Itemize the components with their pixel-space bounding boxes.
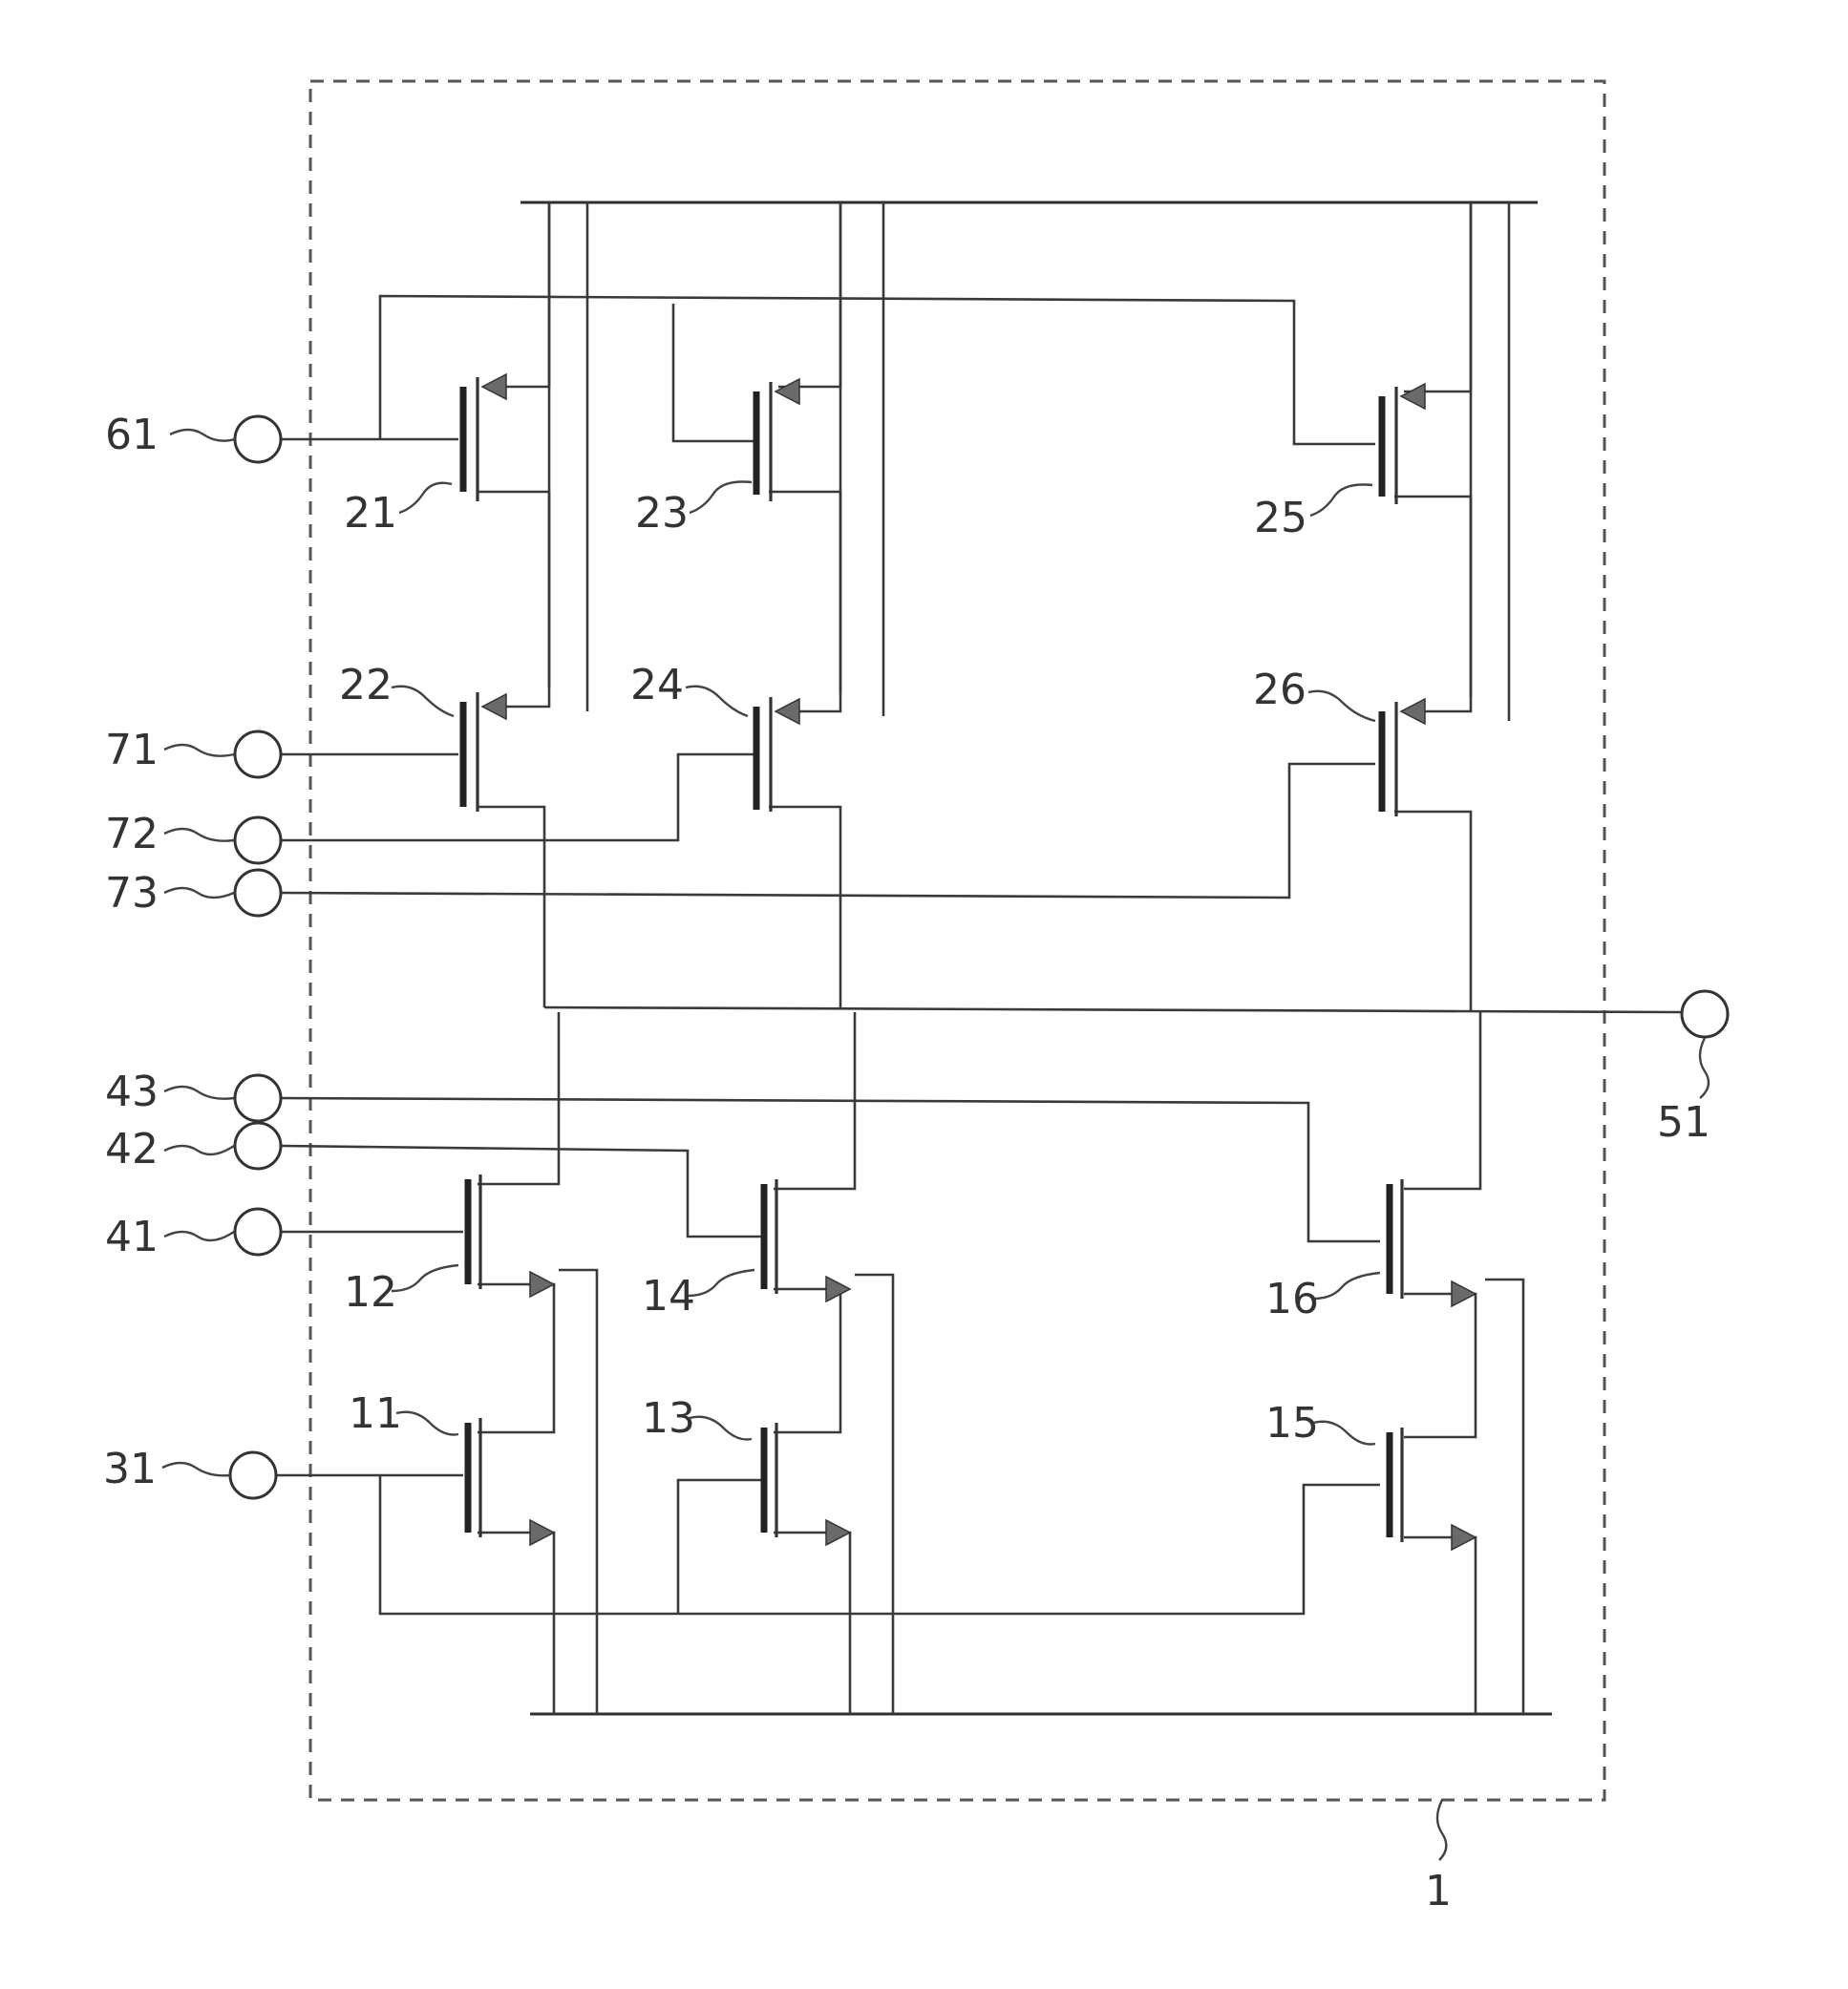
terminal-73 bbox=[235, 870, 281, 916]
leader-11 bbox=[396, 1412, 458, 1435]
label-13: 13 bbox=[642, 1394, 695, 1443]
wire-23-24 bbox=[769, 492, 840, 692]
leader-71 bbox=[164, 745, 234, 756]
circuit-boundary bbox=[310, 81, 1604, 1800]
wire-26-drain bbox=[1394, 812, 1471, 1012]
wire-25-source bbox=[1404, 202, 1471, 391]
wire-col2-nbody bbox=[855, 1275, 893, 1714]
transistor-24 bbox=[756, 697, 799, 812]
leader-16 bbox=[1313, 1273, 1380, 1299]
label-21: 21 bbox=[344, 489, 397, 538]
label-73: 73 bbox=[105, 869, 159, 918]
wire-13-source bbox=[774, 1533, 850, 1714]
leader-12 bbox=[392, 1265, 458, 1291]
transistor-15 bbox=[1390, 1428, 1476, 1550]
wire-14-13 bbox=[774, 1289, 840, 1432]
label-42: 42 bbox=[105, 1125, 159, 1174]
transistor-13 bbox=[764, 1423, 850, 1545]
leader-23 bbox=[690, 482, 752, 514]
wire-col1-nbody bbox=[559, 1270, 597, 1714]
wire-24-source bbox=[778, 202, 840, 711]
leader-22 bbox=[392, 687, 454, 716]
wire-22-drain bbox=[478, 807, 544, 1007]
terminal-51 bbox=[1682, 991, 1728, 1037]
leader-1 bbox=[1437, 1800, 1446, 1860]
leader-51 bbox=[1700, 1038, 1709, 1098]
label-16: 16 bbox=[1265, 1275, 1319, 1323]
label-23: 23 bbox=[635, 489, 689, 538]
wire-21-source bbox=[487, 202, 549, 387]
leader-42 bbox=[164, 1146, 234, 1154]
label-43: 43 bbox=[105, 1068, 159, 1116]
label-11: 11 bbox=[349, 1389, 402, 1438]
wire-col3-nbody bbox=[1485, 1280, 1523, 1714]
wire-15-source bbox=[1404, 1537, 1476, 1714]
leader-31 bbox=[162, 1463, 230, 1475]
leader-73 bbox=[164, 888, 234, 898]
transistor-26 bbox=[1382, 699, 1425, 816]
leader-14 bbox=[688, 1270, 754, 1296]
label-72: 72 bbox=[105, 810, 159, 858]
leader-25 bbox=[1310, 485, 1372, 517]
terminal-41 bbox=[235, 1209, 281, 1255]
label-circuit-1: 1 bbox=[1425, 1867, 1452, 1915]
wire-output-node bbox=[544, 1007, 1681, 1012]
wire-22-source bbox=[487, 202, 549, 707]
wire-24-drain bbox=[769, 807, 840, 1007]
wire-12-11 bbox=[478, 1284, 554, 1432]
wire-43-to-16 bbox=[282, 1098, 1380, 1241]
wire-31-to-13 bbox=[678, 1480, 764, 1614]
terminal-61 bbox=[235, 416, 281, 462]
terminal-31 bbox=[230, 1452, 276, 1498]
label-31: 31 bbox=[103, 1445, 157, 1493]
leader-72 bbox=[164, 829, 234, 841]
terminal-72 bbox=[235, 817, 281, 863]
label-14: 14 bbox=[642, 1272, 695, 1321]
label-26: 26 bbox=[1253, 666, 1306, 714]
label-41: 41 bbox=[105, 1213, 159, 1261]
leader-41 bbox=[164, 1232, 234, 1240]
wire-25-26 bbox=[1394, 497, 1471, 697]
wire-61-to-23 bbox=[673, 304, 754, 441]
transistor-21 bbox=[463, 374, 506, 501]
wire-72-to-24 bbox=[282, 754, 754, 840]
transistor-11 bbox=[468, 1418, 554, 1545]
label-61: 61 bbox=[105, 411, 159, 459]
wire-42-to-14 bbox=[282, 1146, 764, 1237]
leader-13 bbox=[690, 1417, 752, 1440]
wire-16-drain bbox=[1404, 1012, 1480, 1189]
wire-26-source bbox=[1404, 202, 1471, 711]
wire-16-15 bbox=[1404, 1294, 1476, 1437]
terminal-71 bbox=[235, 731, 281, 777]
terminal-42 bbox=[235, 1123, 281, 1169]
label-15: 15 bbox=[1265, 1399, 1319, 1448]
terminal-43 bbox=[235, 1075, 281, 1121]
label-71: 71 bbox=[105, 726, 159, 774]
leader-26 bbox=[1308, 691, 1375, 721]
transistor-22 bbox=[463, 692, 506, 812]
wire-23-source bbox=[778, 202, 840, 387]
label-12: 12 bbox=[344, 1268, 397, 1317]
transistor-14 bbox=[764, 1179, 850, 1301]
label-51: 51 bbox=[1657, 1098, 1710, 1147]
wire-61-bus bbox=[380, 296, 1375, 444]
leader-61 bbox=[170, 430, 235, 441]
leader-24 bbox=[686, 687, 748, 716]
transistor-16 bbox=[1390, 1179, 1476, 1306]
transistor-23 bbox=[756, 379, 799, 501]
label-24: 24 bbox=[630, 661, 684, 709]
label-22: 22 bbox=[339, 661, 393, 709]
wire-73-to-26 bbox=[282, 764, 1375, 898]
leader-15 bbox=[1313, 1422, 1375, 1445]
transistor-25 bbox=[1382, 384, 1425, 504]
wire-11-source bbox=[478, 1533, 554, 1714]
transistor-12 bbox=[468, 1174, 554, 1297]
label-25: 25 bbox=[1254, 494, 1307, 542]
leader-21 bbox=[399, 483, 452, 513]
wire-21-22 bbox=[478, 492, 549, 688]
leader-43 bbox=[164, 1087, 234, 1099]
